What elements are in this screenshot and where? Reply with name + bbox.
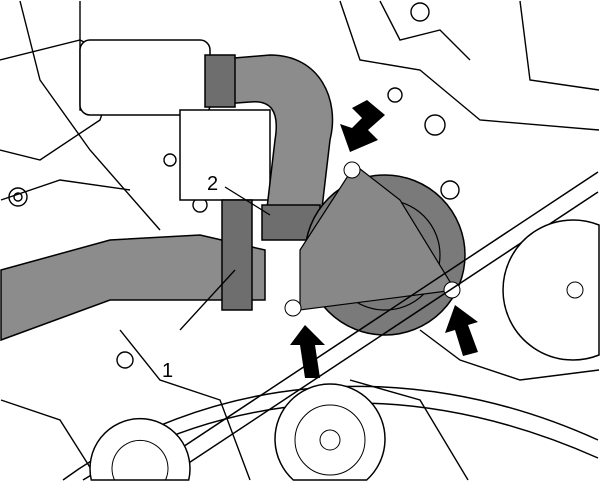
callout-1: 1 bbox=[162, 360, 173, 382]
arrow-up-icon bbox=[290, 325, 325, 378]
arrow-up-icon bbox=[445, 305, 478, 356]
bolt-arrows bbox=[290, 100, 478, 378]
water-pump bbox=[284, 161, 466, 336]
hose-clamp-2-top bbox=[204, 54, 236, 108]
bolt-top bbox=[343, 161, 361, 179]
pulley-right bbox=[502, 219, 600, 361]
valve-housing bbox=[79, 39, 271, 201]
lower-hose bbox=[0, 234, 266, 342]
arrow-down-icon bbox=[340, 100, 385, 152]
leader-lines bbox=[179, 186, 271, 331]
callout-2: 2 bbox=[207, 173, 218, 195]
bolt-left bbox=[284, 299, 302, 317]
hose-clamp-1 bbox=[221, 199, 253, 311]
upper-hose bbox=[209, 54, 334, 226]
pulley-tensioner bbox=[274, 383, 386, 481]
pulley-lower-left bbox=[89, 418, 191, 481]
